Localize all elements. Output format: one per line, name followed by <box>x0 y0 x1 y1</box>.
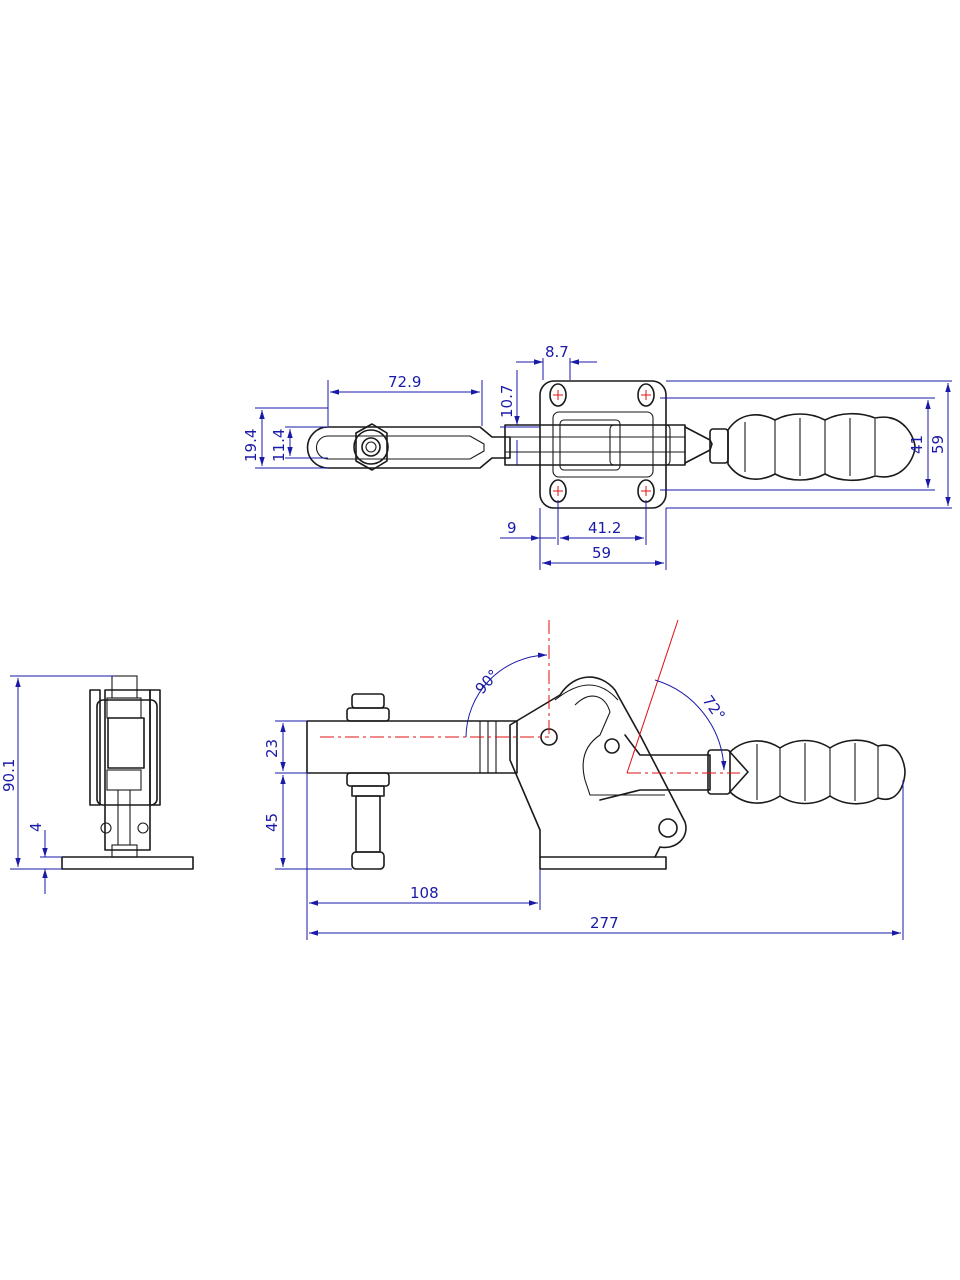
dim-19-4: 19.4 <box>242 429 260 462</box>
dim-10-7: 10.7 <box>498 385 516 418</box>
top-dimensions <box>255 358 952 570</box>
dim-72-9: 72.9 <box>388 373 421 391</box>
dim-108: 108 <box>410 884 439 902</box>
front-base-plate <box>539 856 667 870</box>
front-dimensions <box>275 720 904 940</box>
top-mounting-holes <box>549 383 655 503</box>
top-base-cutout <box>552 411 654 478</box>
dim-45: 45 <box>263 813 281 832</box>
dim-277: 277 <box>590 914 619 932</box>
side-dimensions <box>10 675 115 894</box>
front-handle-ribs <box>756 743 879 801</box>
top-bolt-core <box>365 441 377 453</box>
front-spindle-nut-top <box>346 707 390 722</box>
front-pivot-link <box>604 738 620 754</box>
front-view: 23 45 108 277 90° 72° <box>263 619 906 940</box>
front-pivot-base <box>658 818 678 838</box>
arc-72 <box>654 679 727 771</box>
top-view: 72.9 8.7 10.7 19.4 11.4 41 59 9 41.2 59 <box>242 343 952 570</box>
front-handle-collar <box>707 749 731 795</box>
side-body <box>96 699 158 806</box>
front-clamp-arm <box>306 720 518 774</box>
top-bolt <box>361 437 381 457</box>
top-handle-ribs <box>744 418 876 476</box>
angle-72: 72° <box>699 692 729 724</box>
handle-open-line <box>626 619 679 774</box>
top-nut-hex <box>355 423 388 471</box>
dim-23: 23 <box>263 739 281 758</box>
top-base-plate <box>539 380 667 509</box>
side-view: 90.1 4 <box>0 675 194 894</box>
arc-90 <box>465 652 548 738</box>
dim-4: 4 <box>27 822 45 832</box>
top-nut-washer <box>353 429 389 465</box>
dim-11-4: 11.4 <box>270 429 288 462</box>
dim-41: 41 <box>908 435 926 454</box>
front-spindle-shaft <box>355 795 381 853</box>
top-arm-outline <box>306 426 511 469</box>
top-handle-neck <box>684 426 713 464</box>
side-base-plate <box>61 856 194 870</box>
front-body <box>509 676 687 858</box>
top-handle-collar <box>709 428 729 464</box>
front-handle-grip <box>729 739 906 805</box>
top-arm-slot <box>316 435 485 460</box>
front-spindle-pad <box>351 851 385 870</box>
dim-8-7: 8.7 <box>545 343 569 361</box>
dim-41-2: 41.2 <box>588 519 621 537</box>
dim-59-bottom: 59 <box>592 544 611 562</box>
top-linkage-body <box>504 424 686 466</box>
dim-9: 9 <box>507 519 517 537</box>
dim-90-1: 90.1 <box>0 759 18 792</box>
front-handle-lever <box>599 734 711 801</box>
top-handle-grip <box>727 412 916 482</box>
dim-59-right: 59 <box>929 435 947 454</box>
angle-90: 90° <box>472 666 503 698</box>
front-spindle-nut-bottom <box>346 772 390 787</box>
